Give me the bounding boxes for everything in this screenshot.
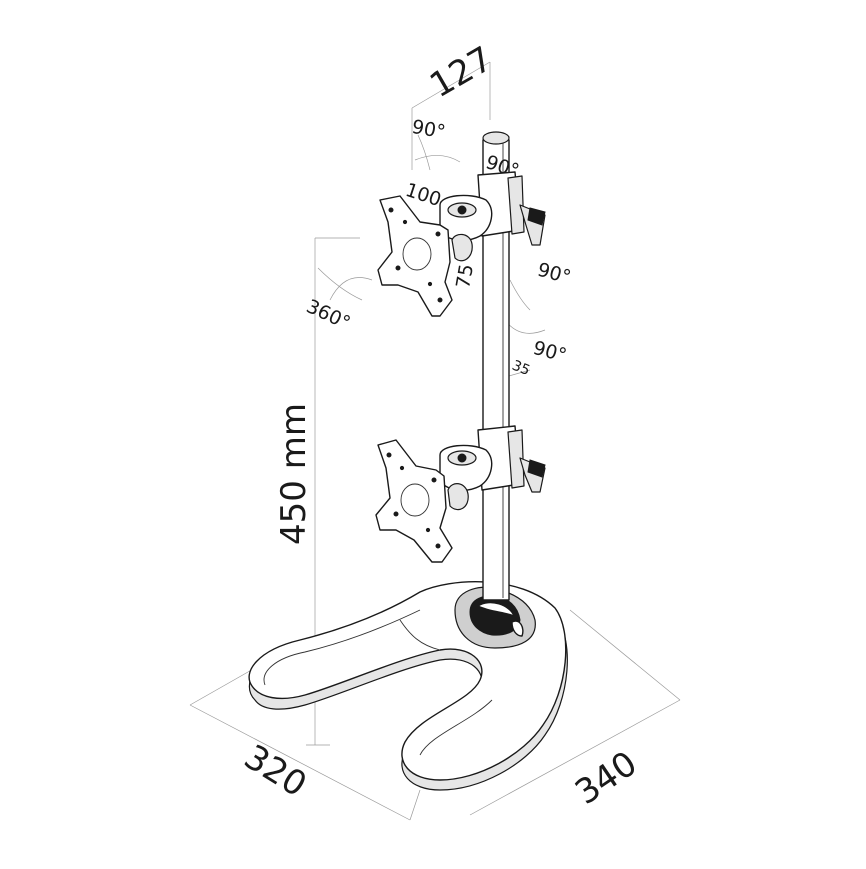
vesa-horizontal-label: 100 (403, 179, 444, 211)
upper-monitor-mount (377, 171, 546, 317)
vesa-vertical-label: 75 (452, 262, 478, 290)
rotation-label: 360° (303, 295, 354, 334)
lower-monitor-mount (375, 425, 546, 563)
tilt-side-label: 90° (535, 259, 573, 289)
height-label: 450 mm (274, 403, 314, 545)
tilt-top-label: 90° (410, 116, 447, 144)
angle-labels: 90° 90° 360° 90° 90° (303, 116, 573, 367)
horseshoe-base (248, 581, 568, 791)
swivel-side-label: 90° (531, 337, 569, 367)
top-width-label: 127 (423, 39, 499, 106)
base-width-label: 340 (568, 744, 644, 813)
arm-offset-label: 35 (510, 358, 533, 380)
base-depth-label: 320 (237, 737, 313, 805)
